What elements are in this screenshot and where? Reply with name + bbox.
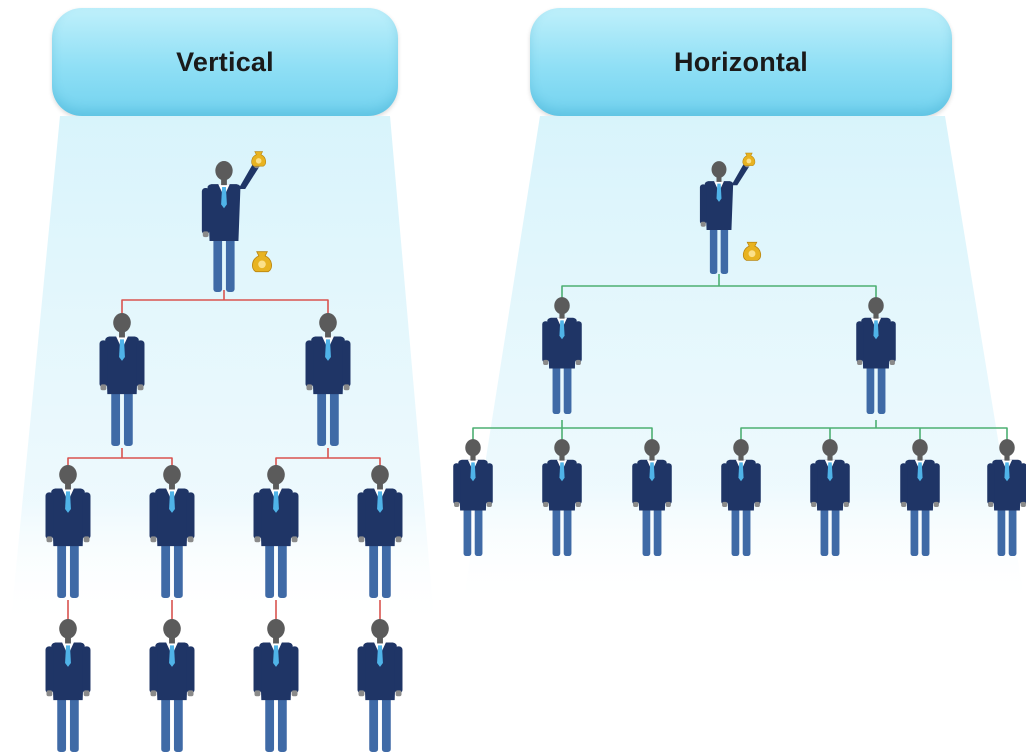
horizontal-title: Horizontal	[674, 46, 808, 77]
person-icon	[201, 151, 266, 292]
person-icon	[900, 439, 940, 556]
money-bag-icon	[251, 151, 266, 167]
person-icon	[721, 439, 761, 556]
person-icon	[699, 152, 756, 274]
person-icon	[542, 297, 582, 414]
person-icon	[357, 465, 403, 598]
money-bag-icon	[742, 152, 756, 166]
person-icon	[305, 313, 351, 446]
person-icon	[99, 313, 145, 446]
person-icon	[856, 297, 896, 414]
connector-line	[561, 274, 877, 300]
money-bag-icon	[742, 241, 762, 261]
person-icon	[810, 439, 850, 556]
vertical-title: Vertical	[176, 46, 274, 77]
horizontal-light-beam	[462, 116, 1026, 610]
person-icon	[45, 465, 91, 598]
person-icon	[45, 619, 91, 752]
connector-line	[740, 420, 1008, 442]
horizontal-title-banner: Horizontal	[530, 8, 952, 116]
person-icon	[253, 619, 299, 752]
vertical-light-beam	[10, 116, 435, 630]
person-icon	[253, 465, 299, 598]
person-icon	[149, 465, 195, 598]
money-bag-icon	[252, 251, 272, 273]
connector-line	[67, 448, 173, 470]
person-icon	[149, 619, 195, 752]
person-icon	[357, 619, 403, 752]
connector-line	[472, 420, 653, 442]
connector-line	[121, 290, 329, 318]
person-icon	[542, 439, 582, 556]
person-icon	[632, 439, 672, 556]
connector-line	[275, 448, 381, 470]
person-icon	[453, 439, 493, 556]
vertical-title-banner: Vertical	[52, 8, 398, 116]
person-icon	[987, 439, 1026, 556]
